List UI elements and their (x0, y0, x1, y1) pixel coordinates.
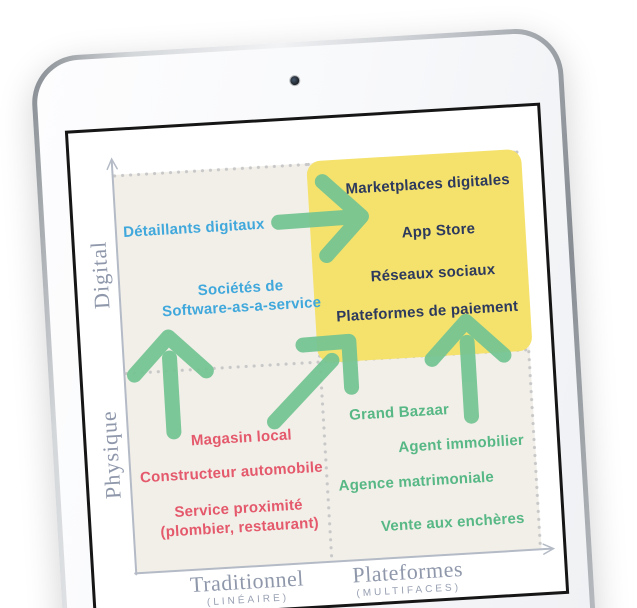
arrow-up-left-icon (126, 329, 214, 440)
arrow-up-right-icon (424, 313, 512, 424)
tablet-screen: Détaillants digitaux Sociétés de Softwar… (64, 102, 570, 608)
arrow-right-icon (271, 174, 369, 263)
y-axis-label-physique: Physique (95, 409, 126, 500)
axes-and-arrows-layer (106, 157, 556, 576)
quadrant-chart: Détaillants digitaux Sociétés de Softwar… (68, 106, 566, 608)
camera-dot (290, 75, 300, 86)
x-axis (134, 547, 553, 575)
y-axis-arrow-icon (106, 157, 118, 171)
tablet-bezel: Détaillants digitaux Sociétés de Softwar… (34, 31, 601, 608)
x-axis-label-plateformes: Plateformes (MULTIFACES) (352, 556, 465, 600)
y-axis (110, 160, 138, 576)
x-axis-label-traditionnel: Traditionnel (LINÉAIRE) (189, 565, 305, 608)
x-axis-arrow-icon (542, 543, 556, 555)
tablet-device: Détaillants digitaux Sociétés de Softwar… (29, 26, 606, 608)
arrow-diagonal-up-right-icon (266, 333, 360, 430)
y-axis-label-digital: Digital (85, 240, 115, 310)
